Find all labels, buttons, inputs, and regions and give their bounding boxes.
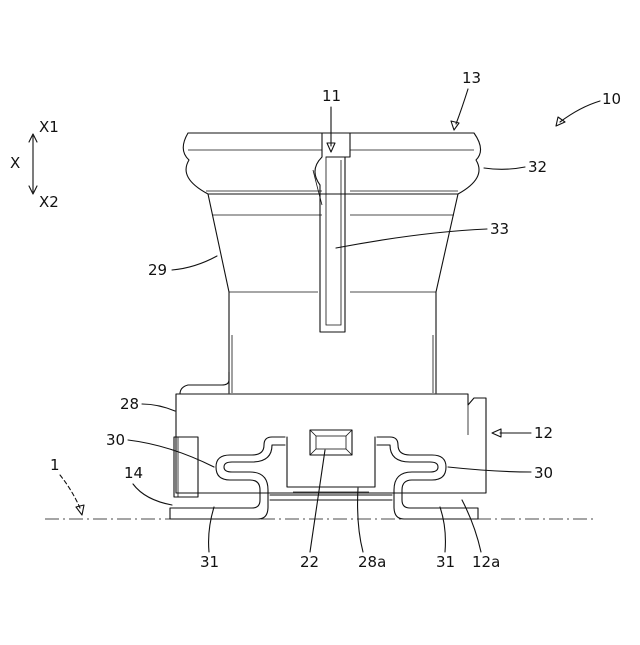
label-32: 32 (528, 158, 547, 176)
label-12: 12 (534, 424, 553, 442)
label-11: 11 (322, 87, 341, 105)
label-14: 14 (124, 464, 143, 482)
upper-housing (180, 133, 481, 394)
label-1: 1 (50, 456, 60, 474)
label-30-left: 30 (106, 431, 125, 449)
right-contact (377, 437, 478, 519)
label-28a: 28a (358, 553, 386, 571)
label-29: 29 (148, 261, 167, 279)
axis-label-x2: X2 (39, 193, 59, 211)
label-30-right: 30 (534, 464, 553, 482)
label-31-right: 31 (436, 553, 455, 571)
label-28: 28 (120, 395, 139, 413)
axis-label-x1: X1 (39, 118, 59, 136)
reference-labels: 10 13 11 32 33 29 28 12 30 30 1 (50, 69, 621, 571)
label-22: 22 (300, 553, 319, 571)
axis-indicator: X X1 X2 (10, 118, 59, 211)
label-10: 10 (602, 90, 621, 108)
label-12a: 12a (472, 553, 500, 571)
lower-housing (174, 394, 486, 500)
label-33: 33 (490, 220, 509, 238)
axis-label-x: X (10, 154, 20, 172)
label-31-left: 31 (200, 553, 219, 571)
label-13: 13 (462, 69, 481, 87)
left-contact (170, 437, 285, 519)
